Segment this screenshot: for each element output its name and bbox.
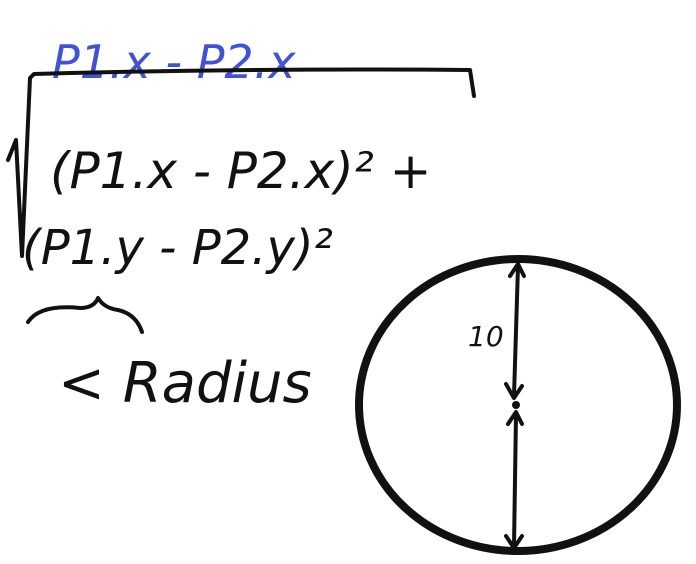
top-expression: P1.x - P2.x — [52, 35, 296, 89]
square-root-sign — [6, 67, 476, 258]
circle — [355, 255, 681, 555]
radius-value-label: 10 — [468, 320, 504, 353]
radius-arrow-bottom — [504, 410, 524, 550]
underbrace — [26, 296, 144, 334]
expression-line-1: (P1.x - P2.x)² + — [50, 142, 432, 200]
expression-line-2: (P1.y - P2.y)² — [22, 220, 333, 276]
center-dot — [512, 401, 520, 409]
radius-arrow-top — [504, 262, 526, 400]
compare-radius-text: < Radius — [58, 351, 312, 416]
